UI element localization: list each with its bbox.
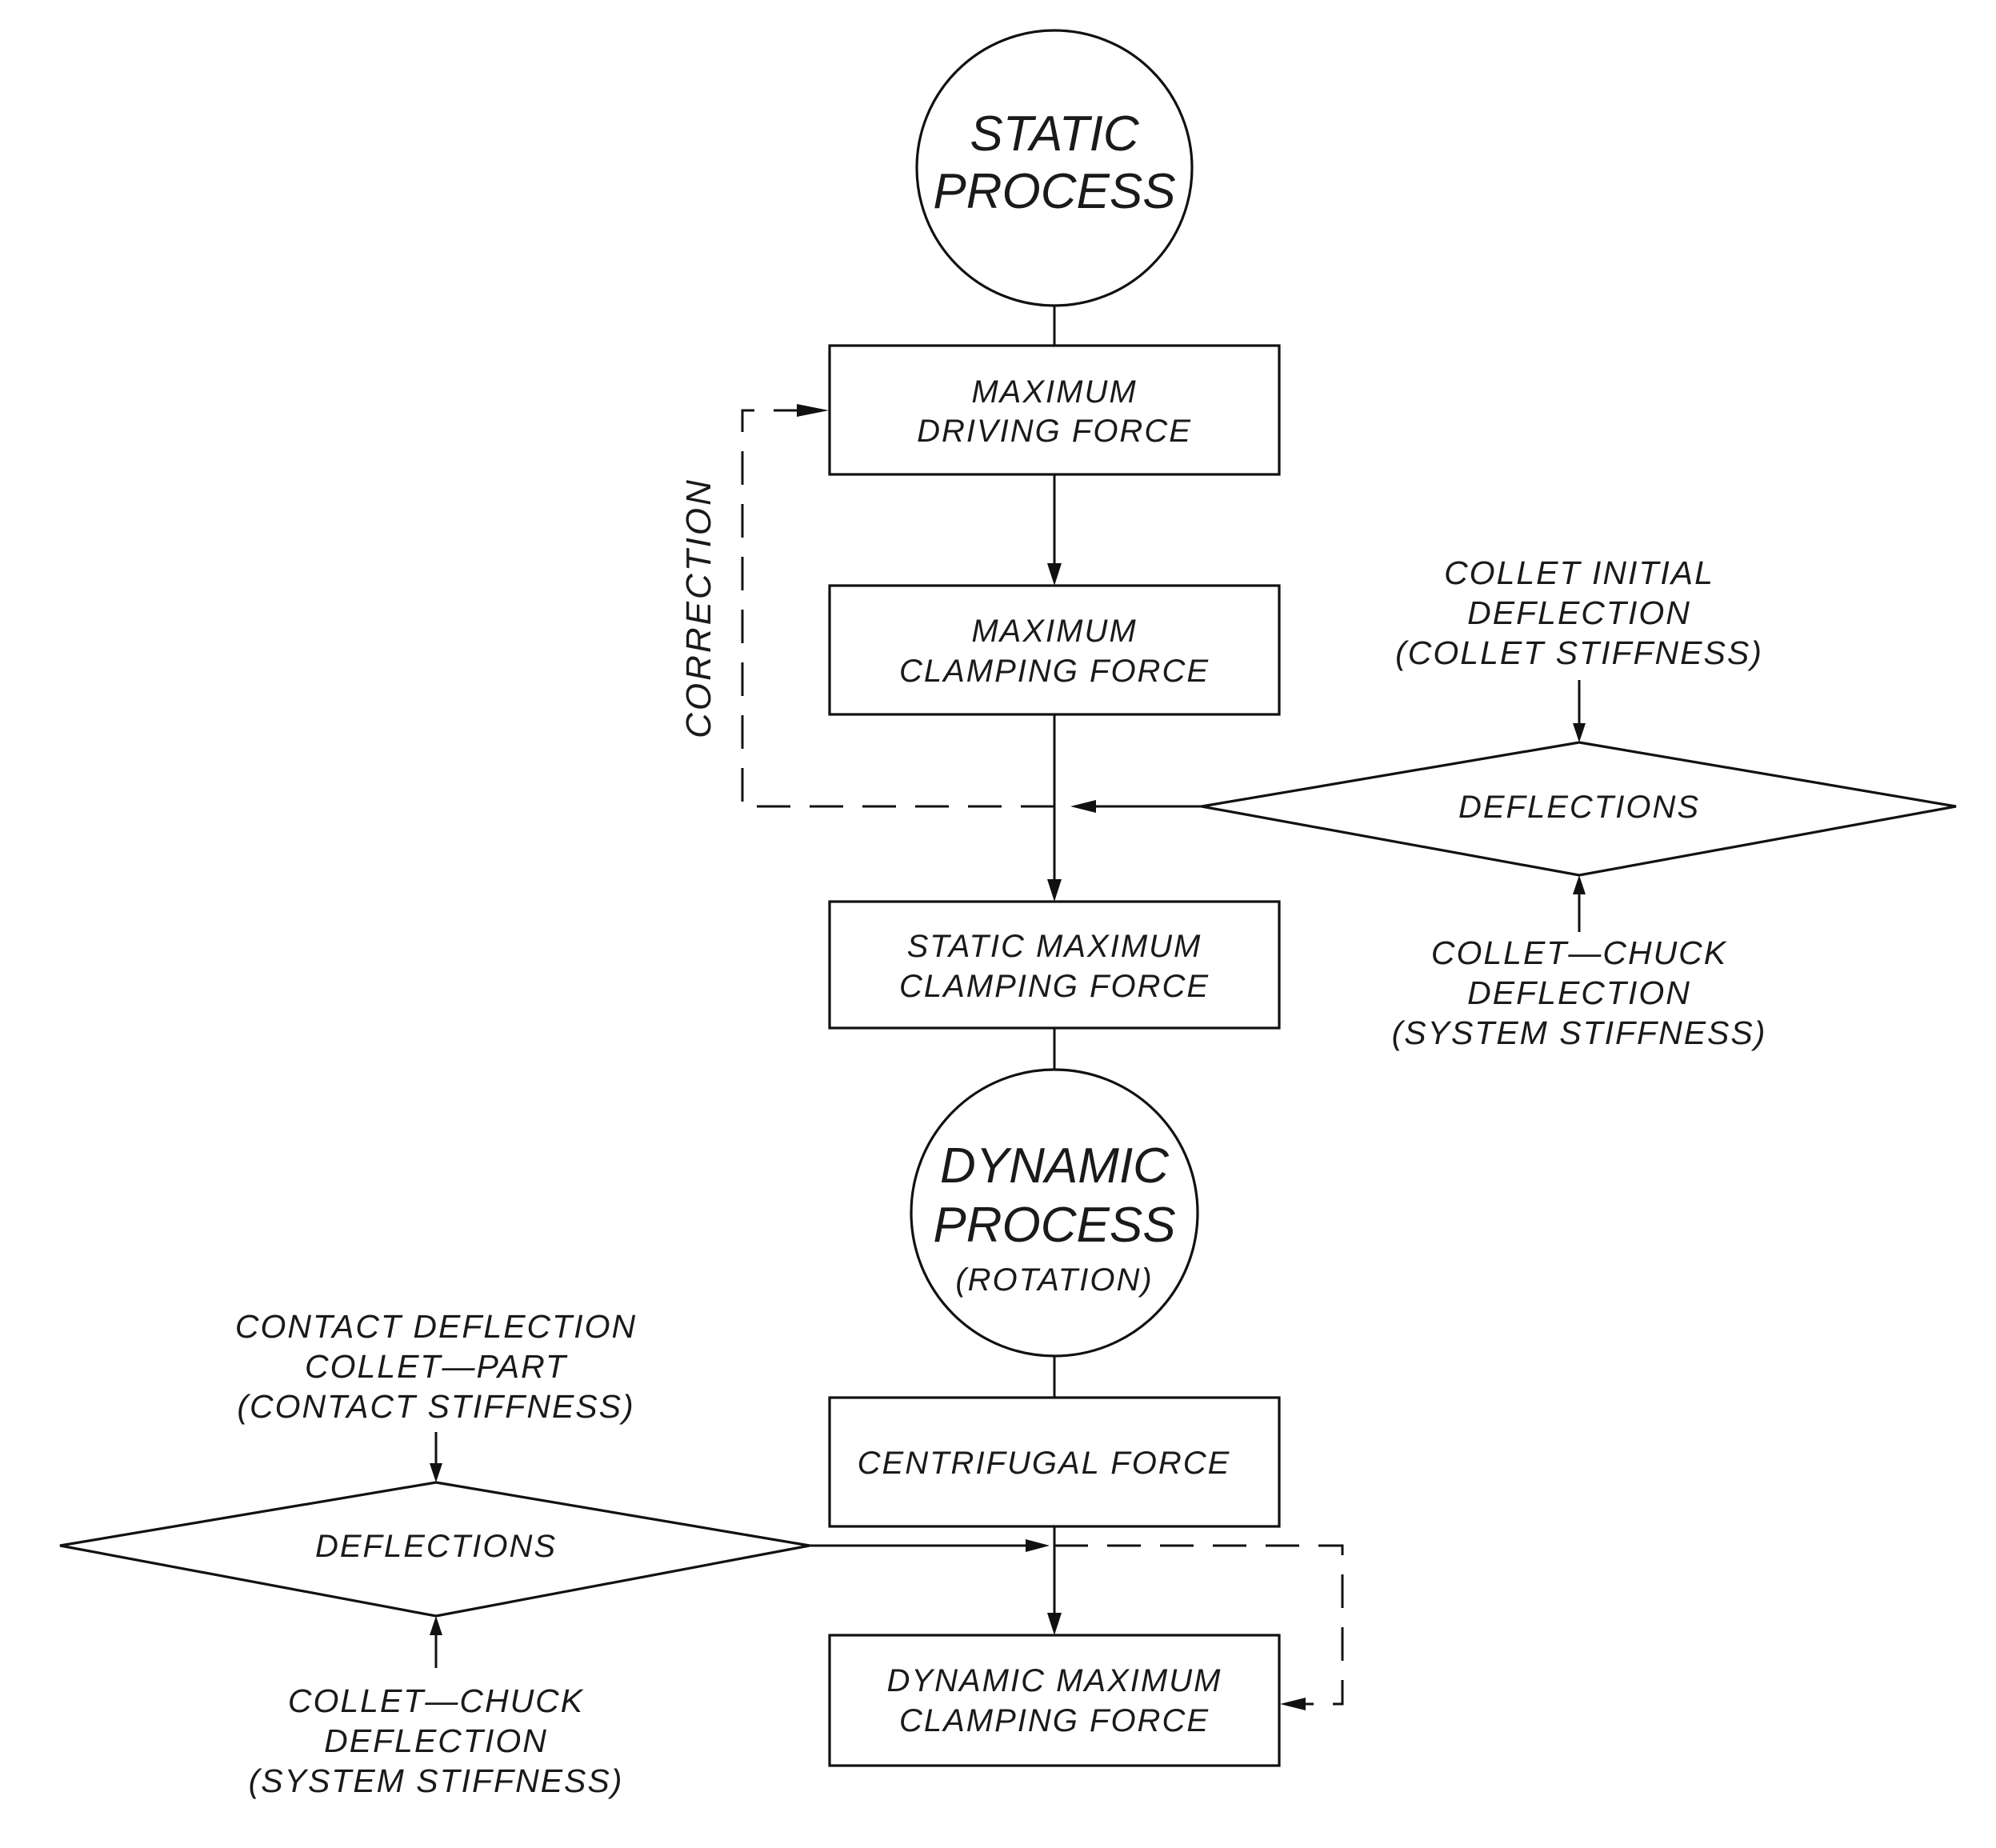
static-max-clamping-force-box (828, 900, 1281, 1030)
dynamic-max-clamping-force-box (828, 1634, 1281, 1767)
collet-initial-line1: COLLET INITIAL (1444, 554, 1714, 591)
max-clamping-force-line2: CLAMPING FORCE (899, 654, 1210, 689)
static-max-clamping-line2: CLAMPING FORCE (899, 969, 1210, 1004)
max-driving-force-line1: MAXIMUM (971, 374, 1137, 410)
static-process-line2: PROCESS (933, 164, 1175, 219)
contact-deflection-line1: CONTACT DEFLECTION (235, 1308, 637, 1345)
dynamic-process-line2: PROCESS (933, 1198, 1175, 1253)
deflections-static-label: DEFLECTIONS (1458, 790, 1700, 825)
dynamic-process-circle (910, 1068, 1199, 1358)
arrowheads (430, 404, 1586, 1710)
deflections-static-node: DEFLECTIONS (1201, 741, 1957, 877)
max-clamping-force-box (828, 584, 1281, 716)
arrowhead-into-clamping (1047, 563, 1062, 586)
dynamic-max-clamping-line2: CLAMPING FORCE (899, 1703, 1210, 1738)
arrowhead-into-dynamic-max (1047, 1613, 1062, 1635)
static-process-node: STATIC PROCESS (915, 29, 1194, 307)
deflections-dynamic-node: DEFLECTIONS (59, 1481, 810, 1618)
dynamic-max-clamping-line1: DYNAMIC MAXIMUM (887, 1663, 1222, 1698)
max-clamping-force-line1: MAXIMUM (971, 614, 1137, 649)
static-process-line1: STATIC (970, 106, 1139, 162)
collet-initial-deflection-note: COLLET INITIAL DEFLECTION (COLLET STIFFN… (1395, 554, 1763, 671)
collet-initial-line3: (COLLET STIFFNESS) (1395, 634, 1763, 671)
collet-chuck-dynamic-line1: COLLET—CHUCK (288, 1682, 584, 1719)
deflections-dynamic-diamond (59, 1481, 810, 1618)
arrowhead-into-static-max (1047, 879, 1062, 902)
centrifugal-force-box (828, 1396, 1281, 1528)
solid-connectors (434, 305, 1581, 1668)
max-driving-force-box (828, 344, 1281, 476)
collet-chuck-static-line3: (SYSTEM STIFFNESS) (1392, 1014, 1767, 1051)
contact-deflection-line2: COLLET—PART (305, 1348, 568, 1385)
static-max-clamping-force-node: STATIC MAXIMUM CLAMPING FORCE (828, 900, 1281, 1030)
collet-chuck-deflection-dynamic-note: COLLET—CHUCK DEFLECTION (SYSTEM STIFFNES… (249, 1682, 624, 1799)
dynamic-process-line3: (ROTATION) (955, 1262, 1153, 1298)
correction-label: CORRECTION (679, 478, 718, 738)
static-process-circle (915, 29, 1194, 307)
max-driving-force-node: MAXIMUM DRIVING FORCE (828, 344, 1281, 476)
arrowhead-deflections-rightward (1026, 1539, 1050, 1552)
contact-deflection-note: CONTACT DEFLECTION COLLET—PART (CONTACT … (235, 1308, 637, 1425)
arrowhead-collet-chuck-up (1573, 875, 1586, 894)
arrowhead-collet-initial-down (1573, 723, 1586, 742)
collet-chuck-dynamic-line3: (SYSTEM STIFFNESS) (249, 1762, 624, 1799)
dynamic-process-line1: DYNAMIC (940, 1138, 1170, 1194)
arrowhead-feedback-into-dynamic-max (1280, 1698, 1306, 1710)
deflections-dynamic-label: DEFLECTIONS (315, 1529, 557, 1564)
arrowhead-contact-down (430, 1463, 442, 1482)
dynamic-max-clamping-force-node: DYNAMIC MAXIMUM CLAMPING FORCE (828, 1634, 1281, 1767)
collet-chuck-dynamic-line2: DEFLECTION (324, 1722, 548, 1759)
max-driving-force-line2: DRIVING FORCE (917, 414, 1192, 449)
dynamic-process-node: DYNAMIC PROCESS (ROTATION) (910, 1068, 1199, 1358)
arrowhead-into-driving-force (797, 404, 829, 417)
centrifugal-force-label: CENTRIFUGAL FORCE (858, 1446, 1231, 1481)
static-max-clamping-line1: STATIC MAXIMUM (907, 929, 1202, 964)
contact-deflection-line3: (CONTACT STIFFNESS) (237, 1388, 634, 1425)
collet-chuck-static-line2: DEFLECTION (1467, 974, 1691, 1011)
arrowhead-deflections-leftward (1070, 800, 1096, 813)
collet-chuck-deflection-static-note: COLLET—CHUCK DEFLECTION (SYSTEM STIFFNES… (1392, 934, 1767, 1051)
max-clamping-force-node: MAXIMUM CLAMPING FORCE (828, 584, 1281, 716)
arrowhead-collet-chuck2-up (430, 1616, 442, 1635)
deflections-static-diamond (1201, 741, 1957, 877)
centrifugal-force-node: CENTRIFUGAL FORCE (828, 1396, 1281, 1528)
collet-chuck-static-line1: COLLET—CHUCK (1431, 934, 1727, 971)
collet-initial-line2: DEFLECTION (1467, 594, 1691, 631)
